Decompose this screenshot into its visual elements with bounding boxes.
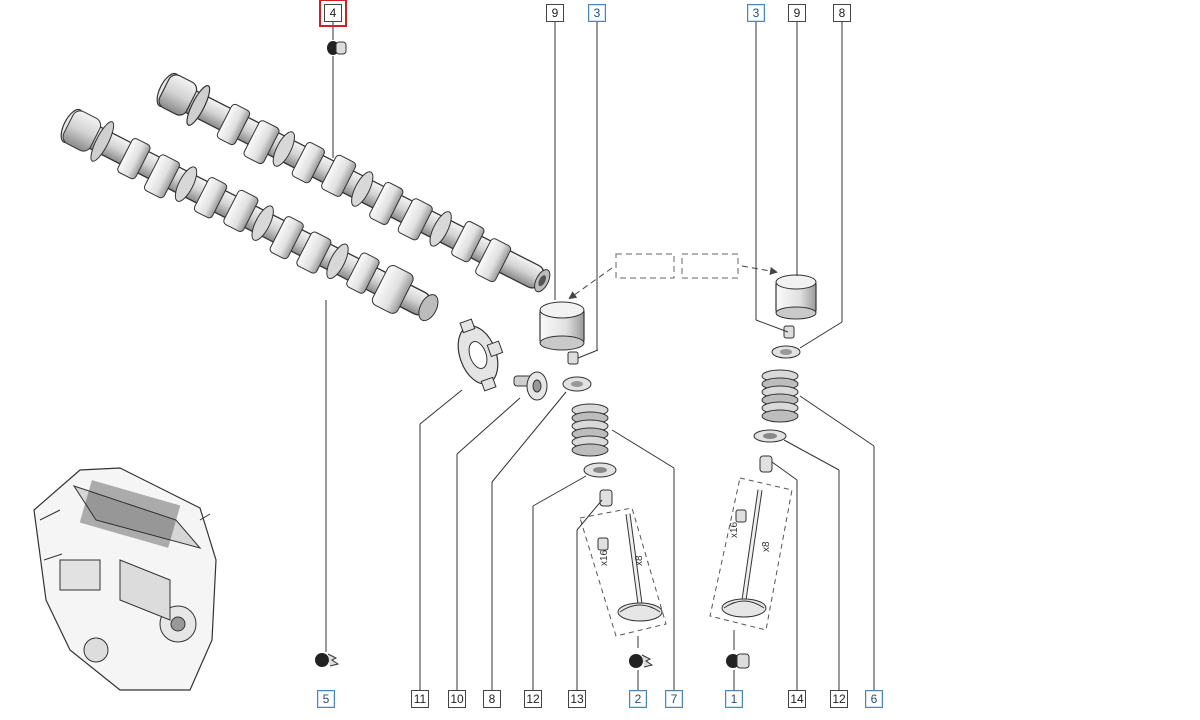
callout-11[interactable]: 11 [411,690,429,708]
valve-spring-left [571,403,609,457]
callout-3-left[interactable]: 3 [588,4,606,22]
callout-13[interactable]: 13 [568,690,586,708]
quantity-label-x16-right: x16 [729,521,740,538]
quantity-label-x16-left: x16 [599,549,610,566]
callout-9-left[interactable]: 9 [546,4,564,22]
plug-bottom-left [315,653,340,667]
callout-1[interactable]: 1 [725,690,743,708]
camshaft-sprocket [457,318,504,392]
callout-2[interactable]: 2 [629,690,647,708]
leader-lines [325,22,875,690]
callout-14[interactable]: 14 [788,690,806,708]
plug-bottom-middle [629,654,654,668]
camshaft-lower [60,108,439,322]
quantity-label-x8-left: x8 [634,555,645,566]
valve-stack-left [539,301,667,637]
plug-bottom-right [726,653,750,669]
callout-5[interactable]: 5 [317,690,335,708]
callout-12-left[interactable]: 12 [524,690,542,708]
callout-4[interactable]: 4 [319,0,347,27]
callout-3-right[interactable]: 3 [747,4,765,22]
callout-9-right[interactable]: 9 [788,4,806,22]
callout-10[interactable]: 10 [448,690,466,708]
callout-6[interactable]: 6 [865,690,883,708]
callout-12-right[interactable]: 12 [830,690,848,708]
valve-stack-right [709,274,817,631]
engine-thumbnail [33,467,217,691]
callout-8-top[interactable]: 8 [833,4,851,22]
sprocket-bolt [513,371,548,401]
tappet-swap-indicator [568,253,778,300]
valve-spring-right [761,369,799,423]
camshaft-upper [156,72,551,293]
quantity-label-x8-right: x8 [761,541,772,552]
callout-7[interactable]: 7 [665,690,683,708]
plug-top [327,41,347,55]
callout-8-bottom[interactable]: 8 [483,690,501,708]
